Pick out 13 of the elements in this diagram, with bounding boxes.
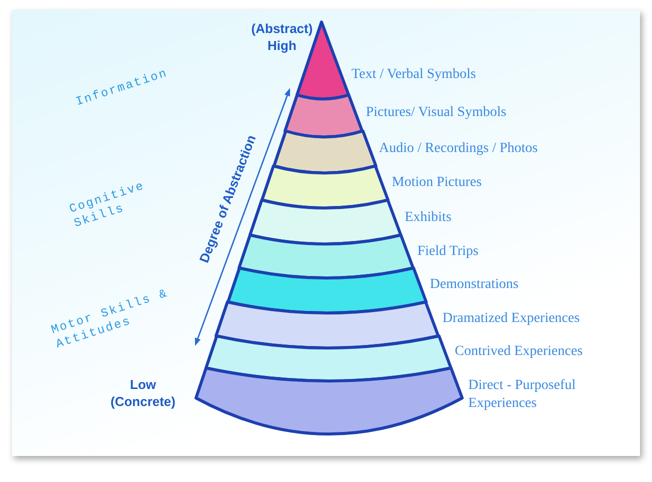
band-label: Motion Pictures [392,175,482,191]
band-label: Direct - Purposeful Experiences [468,377,577,413]
band-label: Demonstrations [430,277,518,293]
scale-end-label: Low (Concrete) [109,376,176,410]
band-label: Contrived Experiences [454,344,583,360]
band-label: Audio / Recordings / Photos [379,140,538,156]
band-label: Text / Verbal Symbols [352,66,476,83]
band-label: Exhibits [404,210,452,226]
scale-end-label: (Abstract) High [250,20,314,54]
band-label: Field Trips [417,244,478,260]
band-label: Dramatized Experiences [442,311,580,327]
band-label: Pictures/ Visual Symbols [366,105,506,121]
cone-band [194,366,464,436]
